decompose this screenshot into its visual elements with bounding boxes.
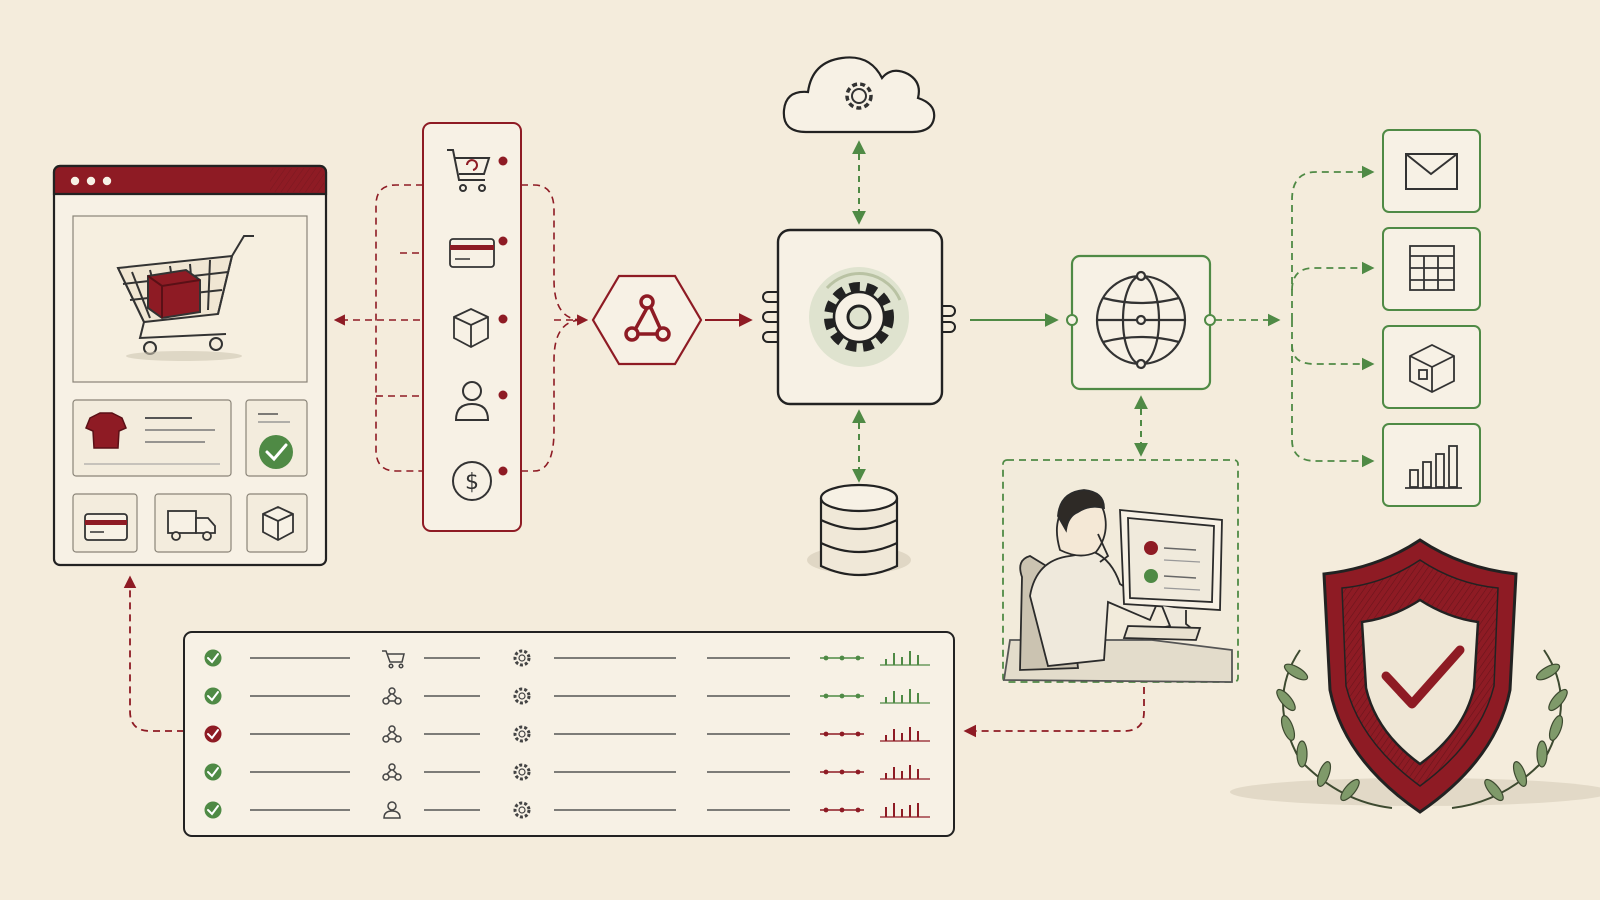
- user-icon: [383, 801, 401, 819]
- inventory-box-icon: [1409, 343, 1455, 394]
- t-shirt-icon: [85, 412, 127, 449]
- laurel-leaf: [1280, 715, 1296, 741]
- window-titlebar: [52, 164, 328, 196]
- status-sparkline-icon: [820, 769, 864, 775]
- status-sparkline-icon: [820, 731, 864, 737]
- cart-sync-icon[interactable]: [447, 149, 491, 192]
- shopping-cart-with-box-icon: [116, 235, 254, 361]
- status-sparkline-icon: [820, 807, 864, 813]
- review-error-icon: [1144, 541, 1158, 555]
- laurel-leaf: [1535, 663, 1561, 681]
- mini-bar-chart-icon: [880, 689, 930, 704]
- log-row[interactable]: [204, 687, 931, 705]
- ring-binding-left: [762, 291, 778, 343]
- dollar-coin-icon[interactable]: $: [452, 461, 492, 501]
- gateway-node[interactable]: [1066, 254, 1216, 391]
- gear-icon: [824, 282, 894, 352]
- mini-bar-chart-icon: [880, 765, 930, 780]
- gear-icon: [513, 687, 531, 705]
- mini-bar-chart-icon: [880, 727, 930, 742]
- shield-check-laurel-icon: [1230, 538, 1600, 814]
- database-icon[interactable]: [807, 483, 911, 577]
- status-sparkline-icon: [820, 693, 864, 699]
- operator-to-log-arrow: [963, 687, 1145, 738]
- trigger-dot: [498, 314, 508, 324]
- review-success-icon: [1144, 569, 1158, 583]
- trigger-dot: [498, 390, 508, 400]
- webhook-icon: [382, 725, 402, 743]
- laurel-leaf: [1548, 715, 1564, 741]
- laurel-leaf: [1283, 663, 1309, 681]
- event-triggers-panel: $: [422, 122, 522, 532]
- laurel-leaf: [1316, 761, 1332, 787]
- laurel-leaf: [1276, 688, 1296, 712]
- bar-chart-icon: [1405, 445, 1462, 489]
- log-to-storefront-arrow: [123, 575, 184, 732]
- window-dot-icon[interactable]: [102, 176, 112, 186]
- credit-card-icon: [84, 513, 128, 541]
- package-icon[interactable]: [453, 308, 489, 349]
- cart-icon: [382, 650, 405, 669]
- storefront-window: [52, 164, 328, 567]
- gear-icon: [513, 801, 531, 819]
- gear-icon: [513, 649, 531, 667]
- output-analytics[interactable]: [1382, 423, 1481, 507]
- cloud-gear-icon[interactable]: [782, 56, 936, 134]
- check-circle-icon: [259, 435, 293, 469]
- package-icon: [262, 506, 294, 542]
- trigger-dot: [498, 466, 508, 476]
- output-spreadsheet[interactable]: [1382, 227, 1481, 311]
- trigger-dot: [498, 236, 508, 246]
- spreadsheet-icon: [1409, 245, 1455, 291]
- envelope-icon: [1405, 153, 1458, 190]
- laurel-leaf: [1512, 761, 1528, 787]
- output-email[interactable]: [1382, 129, 1481, 213]
- processor-node[interactable]: [762, 228, 956, 406]
- laurel-leaf: [1296, 740, 1308, 768]
- webhook-node[interactable]: [591, 274, 703, 366]
- gear-icon: [513, 725, 531, 743]
- activity-log-table: [183, 631, 955, 837]
- log-row[interactable]: [204, 649, 931, 669]
- credit-card-icon[interactable]: [449, 238, 495, 268]
- webhook-icon: [382, 687, 402, 705]
- output-connectors: [1215, 165, 1375, 468]
- event-connectors: [333, 184, 589, 472]
- mini-bar-chart-icon: [880, 651, 930, 666]
- status-sparkline-icon: [820, 655, 864, 661]
- laurel-leaf: [1536, 740, 1548, 768]
- user-icon[interactable]: [454, 381, 490, 421]
- gear-icon: [513, 763, 531, 781]
- svg-text:$: $: [465, 470, 479, 495]
- log-row[interactable]: [204, 725, 931, 743]
- log-row[interactable]: [204, 763, 931, 781]
- mini-bar-chart-icon: [880, 803, 930, 818]
- laurel-leaf: [1340, 778, 1360, 802]
- trigger-dot: [498, 156, 508, 166]
- log-row[interactable]: [204, 801, 931, 819]
- window-dot-icon[interactable]: [86, 176, 96, 186]
- webhook-icon: [624, 294, 671, 342]
- window-dot-icon[interactable]: [70, 176, 80, 186]
- operator-panel[interactable]: [1002, 459, 1239, 683]
- laurel-leaf: [1548, 688, 1568, 712]
- delivery-truck-icon: [167, 510, 216, 541]
- output-inventory[interactable]: [1382, 325, 1481, 409]
- ring-binding-right: [942, 305, 956, 333]
- laurel-leaf: [1484, 778, 1504, 802]
- globe-network-icon: [1095, 270, 1187, 370]
- webhook-icon: [382, 763, 402, 781]
